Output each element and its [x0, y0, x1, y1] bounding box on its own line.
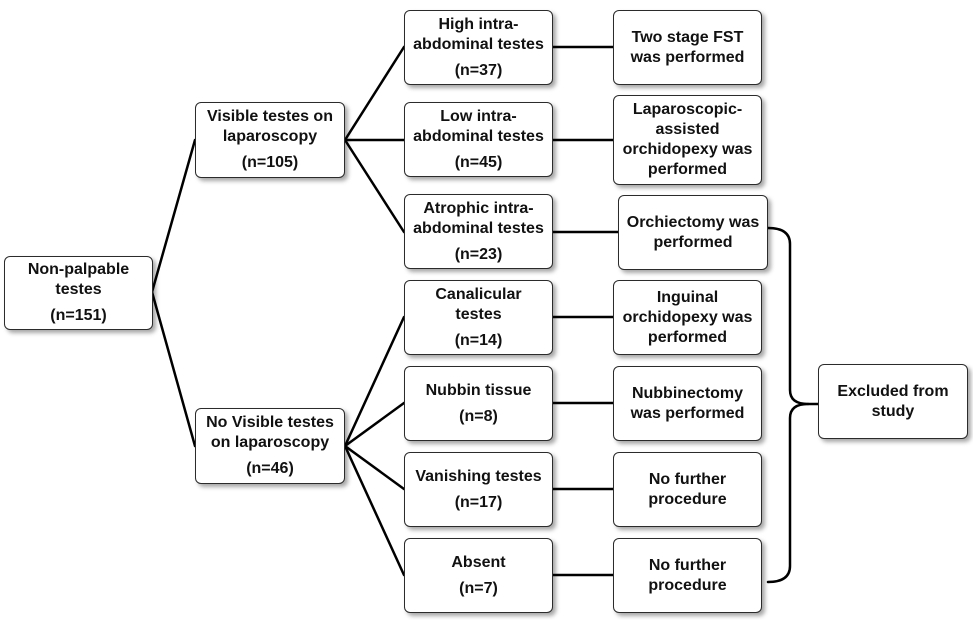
node-outcome-laparoscopic-orchidopexy: Laparoscopic- assisted orchidopexy was p… [613, 95, 762, 185]
node-label: Absent [451, 553, 506, 571]
node-outcome-no-further-procedure: No further procedure [613, 538, 762, 613]
node-count: (n=8) [459, 407, 498, 425]
node-label: Low intra- abdominal testes [413, 107, 544, 145]
node-high-intra-abdominal: High intra- abdominal testes (n=37) [404, 10, 553, 85]
node-outcome-two-stage-fst: Two stage FST was performed [613, 10, 762, 85]
node-label: Laparoscopic- assisted orchidopexy was p… [622, 101, 753, 178]
node-excluded-from-study: Excluded from study [818, 364, 968, 439]
exclusion-brace [766, 226, 810, 584]
node-outcome-no-further-procedure: No further procedure [613, 452, 762, 527]
node-count: (n=37) [454, 61, 503, 79]
node-label: Nubbinectomy was performed [630, 384, 745, 422]
node-count: (n=14) [454, 331, 503, 349]
node-label: Visible testes on laparoscopy [207, 108, 333, 145]
edge-novisible-nubbin [343, 401, 406, 448]
edge-novisible-canalicular [343, 315, 406, 448]
node-visible-testes: Visible testes on laparoscopy (n=105) [195, 102, 345, 178]
node-label: No further procedure [648, 556, 727, 594]
node-label: Two stage FST was performed [630, 28, 745, 66]
node-outcome-orchiectomy: Orchiectomy was performed [618, 195, 768, 270]
node-count: (n=7) [459, 579, 498, 597]
node-atrophic-intra-abdominal: Atrophic intra- abdominal testes (n=23) [404, 194, 553, 269]
node-label: Inguinal orchidopexy was performed [622, 288, 753, 346]
node-label: Vanishing testes [415, 467, 542, 485]
node-outcome-nubbinectomy: Nubbinectomy was performed [613, 366, 762, 441]
node-count: (n=17) [454, 493, 503, 511]
edge-novisible-vanishing [343, 444, 406, 491]
edge-visible-atrophic [343, 138, 406, 234]
node-non-palpable-testes: Non-palpable testes (n=151) [4, 256, 153, 330]
node-label: Atrophic intra- abdominal testes [413, 199, 544, 237]
node-label: No further procedure [648, 470, 727, 508]
node-label: High intra- abdominal testes [413, 15, 544, 53]
node-vanishing-testes: Vanishing testes (n=17) [404, 452, 553, 527]
node-count: (n=151) [50, 307, 107, 324]
node-count: (n=105) [241, 154, 299, 171]
node-count: (n=46) [246, 460, 294, 477]
edge-novisible-absent [343, 444, 406, 577]
node-label: Nubbin tissue [425, 381, 532, 399]
node-outcome-inguinal-orchidopexy: Inguinal orchidopexy was performed [613, 280, 762, 355]
node-canalicular-testes: Canalicular testes (n=14) [404, 280, 553, 355]
edge-visible-high [343, 45, 406, 142]
node-label: Canalicular testes [435, 285, 522, 323]
edge-root-novisible [150, 290, 197, 448]
node-nubbin-tissue: Nubbin tissue (n=8) [404, 366, 553, 441]
node-count: (n=23) [454, 245, 503, 263]
edge-root-visible [150, 138, 197, 294]
node-absent: Absent (n=7) [404, 538, 553, 613]
node-no-visible-testes: No Visible testes on laparoscopy (n=46) [195, 408, 345, 484]
node-label: No Visible testes on laparoscopy [206, 414, 334, 451]
node-label: Non-palpable testes [27, 261, 130, 298]
node-label: Orchiectomy was performed [626, 213, 760, 251]
node-count: (n=45) [454, 153, 503, 171]
node-low-intra-abdominal: Low intra- abdominal testes (n=45) [404, 102, 553, 177]
node-label: Excluded from study [837, 382, 949, 420]
